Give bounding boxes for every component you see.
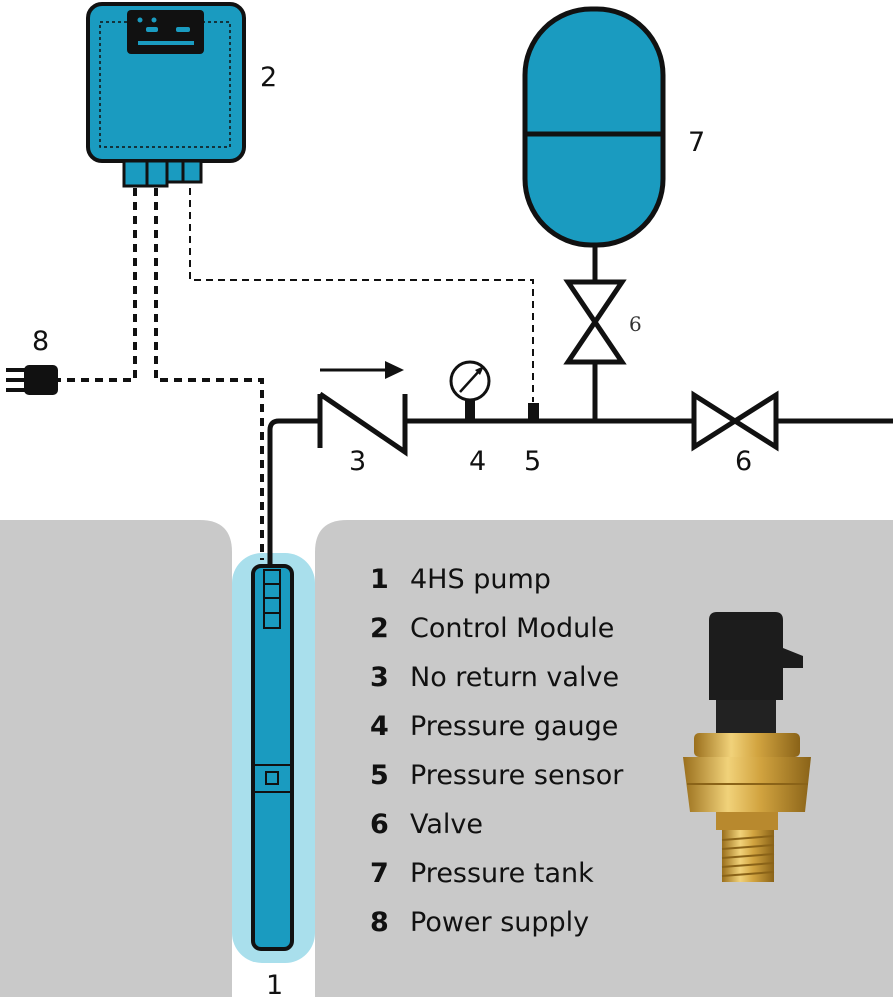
arrow-right-icon [320,361,404,379]
legend-number: 4 [370,711,389,742]
pressure-sensor-symbol [528,403,539,421]
legend-label: Power supply [410,907,589,938]
sensor-signal-wire [189,188,534,402]
power-plug-icon [6,365,58,395]
callout-pressure-sensor: 5 [524,446,541,477]
tank-valve [563,279,627,365]
callout-tank-valve: 6 [629,312,642,336]
legend-label: Pressure tank [410,858,594,889]
legend-number: 1 [370,564,389,595]
legend-number: 7 [370,858,389,889]
legend-label: Control Module [410,613,614,644]
legend-number: 2 [370,613,389,644]
legend-label: No return valve [410,662,619,693]
callout-pump: 1 [266,970,283,997]
legend-label: Valve [410,809,483,840]
legend-number: 3 [370,662,389,693]
no-return-valve [317,391,408,457]
legend: 1 4HS pump 2 Control Module 3 No return … [370,564,624,938]
callout-no-return-valve: 3 [349,446,366,477]
legend-label: Pressure gauge [410,711,618,742]
callout-pressure-tank: 7 [688,127,705,158]
callout-main-valve: 6 [735,446,752,477]
control-wires [55,188,264,560]
ground [0,520,232,997]
legend-number: 5 [370,760,389,791]
legend-label: Pressure sensor [410,760,624,791]
pressure-sensor-icon [683,612,811,882]
submersible-pump [251,564,294,951]
legend-label: 4HS pump [410,564,551,595]
callout-pressure-gauge: 4 [469,446,486,477]
callout-control-module: 2 [260,62,277,93]
pressure-gauge-icon [449,360,491,421]
control-module [86,2,246,188]
main-pipe [267,418,320,570]
main-valve [691,390,779,452]
legend-number: 8 [370,907,389,938]
callout-power-supply: 8 [32,326,49,357]
pressure-tank [522,6,666,248]
legend-number: 6 [370,809,389,840]
